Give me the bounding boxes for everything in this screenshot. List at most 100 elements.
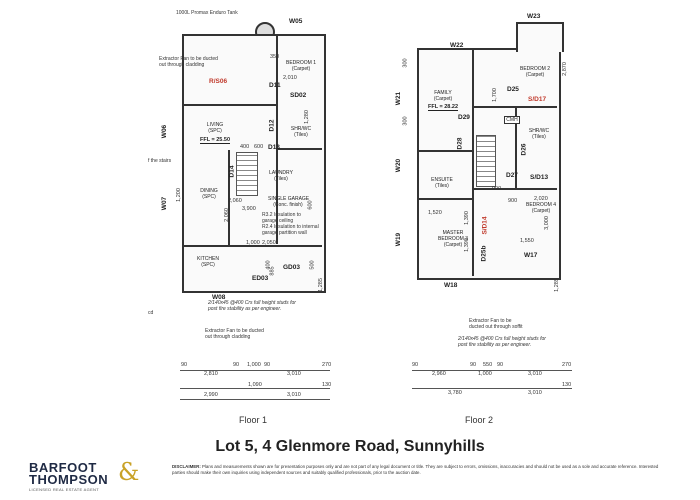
code-d26: D26 [520,143,528,156]
stairs-floor-2 [476,135,496,187]
extractor-fan-note-bottom: Extractor Fan to be ducted out through c… [205,328,264,340]
dim-inner: 1,200 [175,188,182,202]
dim-inner: 1,520 [428,210,442,216]
dim-inner: 500 [309,260,316,270]
dim-inner: 1,000 [246,240,260,246]
dim-row1: 90 [412,362,419,368]
logo-subtitle: LICENSED REAL ESTATE AGENT [29,487,99,492]
dim-row3: 2,990 [204,392,218,398]
dim-row1: 90 [497,362,504,368]
property-title: Lot 5, 4 Glenmore Road, Sunnyhills [215,438,485,455]
code-d25: D25 [507,86,519,93]
disclaimer-text: Plans and measurements shown are for pre… [172,464,659,475]
room-garage: SINGLE GARAGE (Conc. finish) [268,196,310,208]
dim-row1: 90 [181,362,188,368]
dim-row1: 270 [562,362,572,368]
code-w19: W19 [395,232,403,247]
code-w06: W06 [161,124,169,139]
dim-inner: 350 [270,54,280,60]
room-cmh: CMH [504,116,520,124]
code-sd14: S/D14 [481,216,489,235]
dim-inner: 1,700 [491,88,498,102]
code-d12: D12 [268,119,276,132]
room-ensuite: ENSUITE (Tiles) [431,177,453,189]
dim-row2: 2,960 [432,371,446,377]
extractor-fan-note-top: Extractor Fan to be ducted out through c… [159,56,218,68]
dim-inner: 2,870 [561,62,568,76]
dim-inner: 1,285 [317,278,324,292]
dim-row1: 3,010 [287,371,301,377]
dim-inner: 885 [269,266,276,276]
code-d14: D14 [228,165,236,178]
stairs-label: f the stairs [148,158,172,164]
dim-inner: 1,280 [303,110,310,124]
dim-inner: 2,060 [223,208,230,222]
dim-inner: 2,060 [228,198,242,204]
code-d25b: D25b [480,245,488,262]
dim-inner: 300 [402,116,409,126]
tank-label: 1000L Promax Enduro Tank [176,10,238,16]
floor-2-label: Floor 2 [465,415,494,425]
code-w07: W07 [161,196,169,211]
room-shr-wc-2: SHR/WC (Tiles) [528,128,550,140]
room-living: LIVING (SPC) [206,122,224,134]
dim-row3: 130 [562,382,572,388]
extractor-fan-note: Extractor Fan to be ducted out through s… [469,318,523,330]
dim-row3: 3,010 [528,390,542,396]
dim-row1: 270 [322,362,332,368]
code-sd17: S/D17 [528,96,547,103]
code-d28: D28 [456,137,464,150]
garage-insulation-note: R3.2 Insulation to garage ceiling R2.4 I… [262,212,319,236]
ffl-floor-2: FFL = 28.22 [428,104,459,111]
dim-row1: 1,000 [247,362,261,368]
dim-inner: 600 [254,144,264,150]
dim-inner: 1,550 [520,238,534,244]
dim-inner: 2,050 [262,240,276,246]
room-bedroom-4: BEDROOM 4 (Carpet) [526,202,557,214]
room-bedroom-1: BEDROOM 1 (Carpet) [285,60,316,72]
dim-inner: 2,010 [283,75,297,81]
room-master-bedroom-3: MASTER BEDROOM 3 (Carpet) [437,230,468,248]
room-laundry: LAUNDRY (Tiles) [269,170,293,182]
disclaimer-label: DISCLAIMER: [172,464,201,469]
dim-row1: 550 [483,362,493,368]
room-shr-wc-1: SHR/WC (Tiles) [290,126,312,138]
logo-ampersand: & [118,458,140,486]
code-d13: D13 [268,144,280,151]
code-w23: W23 [527,13,541,20]
code-w21: W21 [395,91,403,106]
room-bedroom-2: BEDROOM 2 (Carpet) [519,66,550,78]
dim-inner: 300 [402,58,409,68]
code-gd03: GD03 [283,264,300,271]
dim-inner: 600 [307,200,314,210]
disclaimer: DISCLAIMER: Plans and measurements shown… [172,464,664,476]
code-d11: D11 [269,82,281,89]
dim-inner: 3,000 [543,216,550,230]
logo-line-1: BARFOOT [29,460,97,475]
dim-row3: 3,010 [287,392,301,398]
dim-row2: 130 [322,382,332,388]
dim-row1: 90 [233,362,240,368]
code-d29: D29 [458,114,470,121]
code-sd02: SD02 [290,92,307,99]
code-w08: W08 [212,294,226,301]
code-w17: W17 [524,252,538,259]
stairs-floor-1 [236,152,258,196]
cut-label: cd [148,310,154,316]
room-dining: DINING (SPC) [200,188,218,200]
dim-row1: 2,810 [204,371,218,377]
code-rs06: R/S06 [209,78,228,85]
dim-row2: 1,000 [478,371,492,377]
logo-line-2: THOMPSON [29,472,109,487]
room-kitchen: KITCHEN (SPC) [197,256,219,268]
dim-inner: 900 [508,198,518,204]
dim-row1: 90 [264,362,271,368]
dim-inner: 1,285 [553,278,560,292]
dim-inner: 1,390 [463,211,470,225]
code-ed03: ED03 [252,275,269,282]
code-d27: D27 [506,172,518,179]
code-w05: W05 [289,18,303,25]
code-w22: W22 [450,42,464,49]
studs-note: 2/140x45 @400 Crs full height studs for … [208,300,296,312]
dim-inner: 2,020 [534,196,548,202]
